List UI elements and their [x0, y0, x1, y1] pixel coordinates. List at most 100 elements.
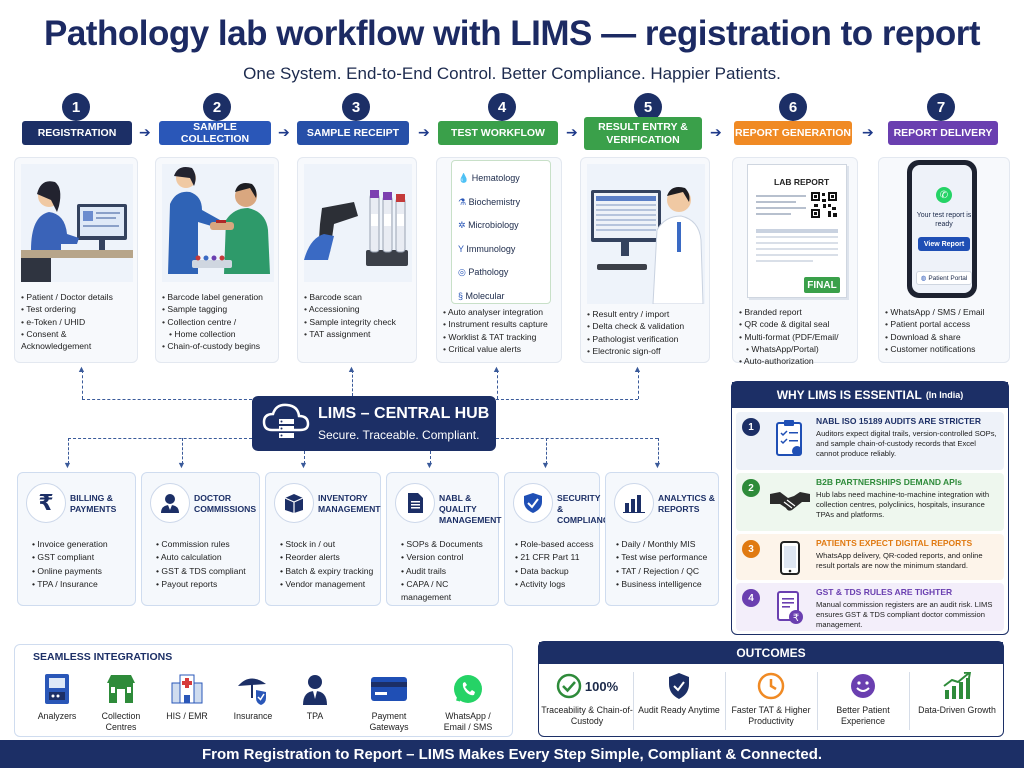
bullet: Auto calculation	[156, 551, 257, 564]
integrations-panel: SEAMLESS INTEGRATIONS Analyzers Collecti…	[14, 644, 513, 737]
outcomes-panel: OUTCOMES 100% Traceability & Chain-of-Cu…	[538, 641, 1004, 737]
step-number-1: 1	[62, 93, 90, 121]
module-bullets: Commission rules Auto calculation GST & …	[156, 538, 257, 591]
integration-label: TPA	[306, 711, 324, 721]
arrow-right-icon: ➔	[278, 124, 290, 140]
bullet: Daily / Monthly MIS	[616, 538, 716, 551]
bullet: SOPs & Documents	[401, 538, 496, 551]
bullet: 21 CFR Part 11	[515, 551, 597, 564]
footer-banner: From Registration to Report – LIMS Makes…	[0, 740, 1024, 768]
cell-icon: ◎	[458, 267, 466, 277]
module-title: INVENTORY MANAGEMENT	[318, 493, 381, 514]
outcome-label: Faster TAT & Higher Productivity	[731, 705, 811, 726]
connector	[82, 370, 83, 399]
handshake-icon	[770, 477, 810, 523]
report-table	[756, 229, 838, 266]
connector	[496, 399, 638, 400]
why-text: Hub labs need machine-to-machine integra…	[816, 490, 990, 519]
view-report-button[interactable]: View Report	[918, 237, 970, 251]
outcome-audit-ready: Audit Ready Anytime	[633, 670, 725, 716]
arrow-down-icon: ▼	[653, 460, 662, 470]
outcome-label: Better Patient Experience	[836, 705, 890, 726]
page-subtitle: One System. End-to-End Control. Better C…	[243, 64, 781, 83]
bullet: TPA / Insurance	[32, 578, 133, 591]
flask-icon: ⚗	[458, 196, 467, 207]
arrow-right-icon: ➔	[566, 124, 578, 140]
bullet: Batch & expiry tracking	[280, 565, 378, 578]
bullet: Consent & Acknowledgement	[21, 328, 135, 353]
cloud-server-icon	[262, 403, 310, 438]
bullet: Version control	[401, 551, 496, 564]
lab-report-document: LAB REPORT FINAL	[747, 164, 847, 298]
why-number: 3	[742, 540, 760, 558]
result-entry-bullets: Result entry / import Delta check & vali…	[587, 308, 707, 357]
step-number-6: 6	[779, 93, 807, 121]
step-label-report-delivery: REPORT DELIVERY	[888, 121, 998, 145]
outcome-label: Data-Driven Growth	[918, 705, 996, 715]
bullet: Pathologist verification	[587, 333, 707, 345]
bullet: Invoice generation	[32, 538, 133, 551]
step-card-sample-collection: Barcode label generation Sample tagging …	[155, 157, 279, 363]
patient-portal-link[interactable]: ◍Patient Portal	[916, 271, 972, 285]
analyzer-icon	[37, 671, 77, 707]
arrow-down-icon: ▼	[299, 460, 308, 470]
bullet: Patient / Doctor details	[21, 291, 135, 303]
bullet: Multi-format (PDF/Email/	[739, 331, 855, 343]
step-card-report-delivery: ✆ Your test report is ready View Report …	[878, 157, 1010, 363]
hub-subtitle: Secure. Traceable. Compliant.	[318, 428, 480, 442]
why-item-gst-tds: 4 ₹ GST & TDS RULES ARE TIGHTER Manual c…	[736, 583, 1004, 631]
hub-title: LIMS – CENTRAL HUB	[318, 405, 490, 422]
arrow-up-icon: ▲	[77, 364, 86, 374]
why-item-digital-reports: 3 PATIENTS EXPECT DIGITAL REPORTS WhatsA…	[736, 534, 1004, 580]
dept-immunology: Y Immunology	[458, 243, 516, 254]
why-title: PATIENTS EXPECT DIGITAL REPORTS	[816, 538, 973, 548]
step-label-report-generation: REPORT GENERATION	[734, 121, 852, 145]
shield-check-icon	[633, 670, 725, 702]
connector	[304, 451, 305, 464]
step-card-sample-receipt: Barcode scan Accessioning Sample integri…	[297, 157, 417, 363]
module-bullets: Invoice generation GST compliant Online …	[32, 538, 133, 591]
report-lines	[756, 195, 806, 223]
sample-collection-bullets: Barcode label generation Sample tagging …	[162, 291, 276, 352]
connector	[68, 438, 252, 439]
integration-whatsapp-email-sms: WhatsApp / Email / SMS	[435, 671, 501, 733]
box-icon	[274, 483, 314, 523]
arrow-down-icon: ▼	[425, 460, 434, 470]
bullet: Delta check & validation	[587, 320, 707, 332]
bullet: Result entry / import	[587, 308, 707, 320]
sample-receipt-illustration	[304, 164, 412, 282]
registration-bullets: Patient / Doctor details Test ordering e…	[21, 291, 135, 352]
outcomes-title: OUTCOMES	[539, 642, 1003, 664]
antibody-icon: Y	[458, 243, 464, 254]
percent-badge: 100%	[584, 678, 619, 694]
bullet: Business intelligence	[616, 578, 716, 591]
module-nabl-quality: NABL & QUALITY MANAGEMENT SOPs & Documen…	[386, 472, 502, 606]
bullet: Customer notifications	[885, 343, 1007, 355]
module-title: SECURITY & COMPLIANCE	[557, 493, 615, 525]
result-entry-illustration	[587, 164, 705, 305]
outcome-data-driven-growth: Data-Driven Growth	[911, 670, 1003, 716]
bullet: GST & TDS compliant	[156, 565, 257, 578]
smartphone-icon	[770, 538, 810, 578]
bullet: Test ordering	[21, 303, 135, 315]
bullet: Instrument results capture	[443, 318, 559, 330]
step-label-sample-collection: SAMPLE COLLECTION	[159, 121, 271, 145]
integration-his-emr: HIS / EMR	[157, 671, 217, 722]
arrow-down-icon: ▼	[63, 460, 72, 470]
module-title: ANALYTICS & REPORTS	[658, 493, 715, 514]
agent-icon	[295, 671, 335, 707]
why-panel-header: WHY LIMS IS ESSENTIAL(In India)	[732, 382, 1008, 408]
bar-chart-icon	[614, 483, 654, 523]
check-circle-icon	[556, 673, 582, 699]
step-label-test-workflow: TEST WORKFLOW	[438, 121, 558, 145]
divider	[817, 672, 818, 730]
bullet: Electronic sign-off	[587, 345, 707, 357]
certificate-icon	[770, 416, 810, 462]
integration-label: HIS / EMR	[166, 711, 208, 721]
dept-biochemistry: ⚗ Biochemistry	[458, 196, 521, 207]
why-lims-panel: WHY LIMS IS ESSENTIAL(In India) 1 NABL I…	[731, 381, 1009, 635]
whatsapp-icon: ✆	[936, 187, 952, 203]
step-card-test-workflow: 💧 Hematology ⚗ Biochemistry ✲ Microbiolo…	[436, 157, 562, 363]
integration-insurance: Insurance	[223, 671, 283, 722]
svg-text:₹: ₹	[793, 613, 799, 624]
